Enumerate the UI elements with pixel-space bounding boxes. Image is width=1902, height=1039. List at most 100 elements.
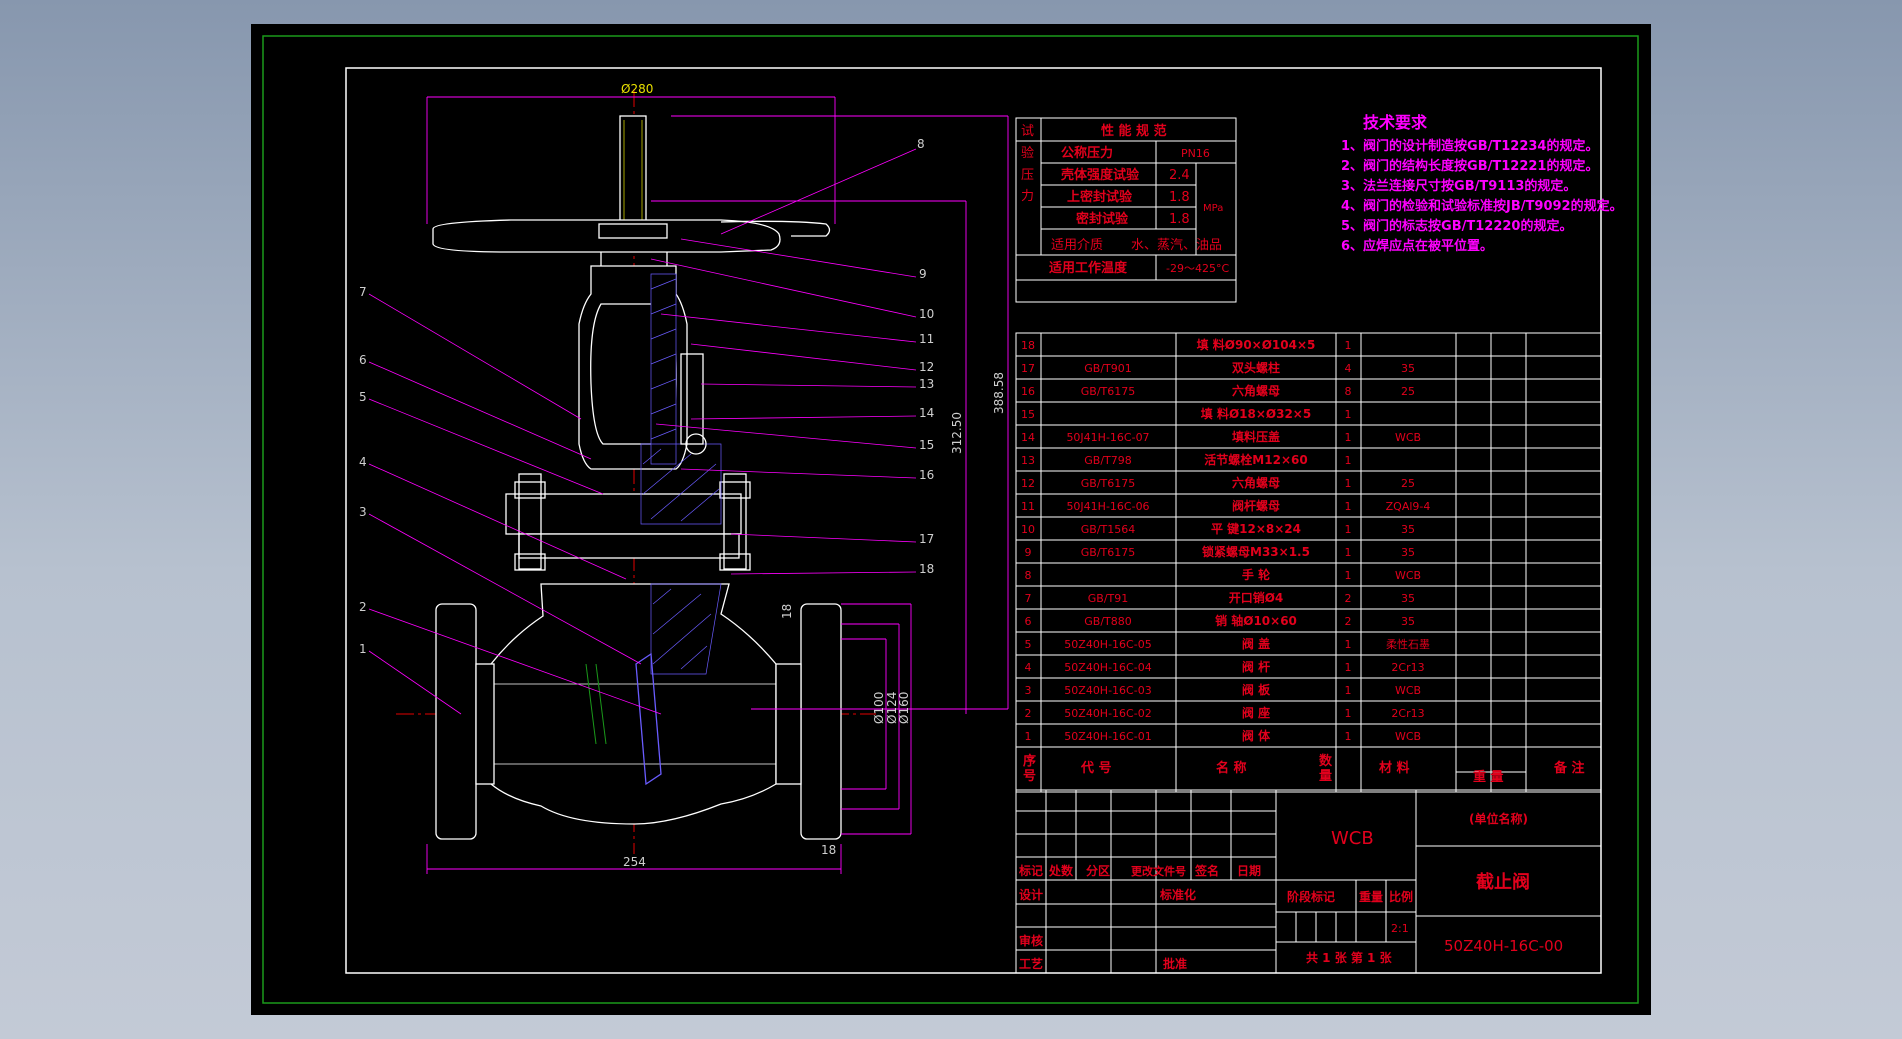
bom-cell-no: 15 [1021,408,1035,421]
bom-cell-mat: 25 [1401,385,1415,398]
dim-d1: Ø100 [872,692,886,724]
bom-cell-name: 填 料Ø90×Ø104×5 [1197,337,1316,352]
bom-cell-mat: 25 [1401,477,1415,490]
bom-cell-no: 13 [1021,454,1035,467]
tb-drawing-name: 截止阀 [1476,871,1530,893]
tech-item-1: 1、阀门的设计制造按GB/T12234的规定。 [1341,138,1598,154]
tech-item-2: 2、阀门的结构长度按GB/T12221的规定。 [1341,158,1598,174]
bom-cell-name: 销 轴Ø10×60 [1215,613,1297,628]
bom-cell-code: GB/T798 [1084,454,1132,467]
perf-nominal-value: PN16 [1181,147,1210,160]
bom-cell-name: 填料压盖 [1232,429,1280,444]
perf-row-1-label: 壳体强度试验 [1060,167,1140,183]
bom-cell-no: 3 [1025,684,1032,697]
perf-row-2-value: 1.8 [1169,190,1190,205]
bom-cell-code: 50J41H-16C-06 [1066,500,1149,513]
bom-cell-qty: 1 [1345,339,1352,352]
tb-design: 设计 [1019,887,1043,902]
perf-nominal-label: 公称压力 [1061,145,1113,161]
right-flange [800,603,842,840]
bom-cell-mat: 2Cr13 [1391,707,1424,720]
dimensions [426,96,1009,874]
tb-approve: 批准 [1163,956,1187,971]
bom-cell-qty: 1 [1345,500,1352,513]
bom-cell-qty: 1 [1345,408,1352,421]
bom-table [1015,332,1602,793]
bom-cell-code: GB/T91 [1088,592,1129,605]
bom-cell-qty: 1 [1345,431,1352,444]
tb-unit-name: (单位名称) [1469,811,1528,826]
bom-cell-no: 1 [1025,730,1032,743]
bom-cell-name: 平 键12×8×24 [1211,521,1301,536]
dim-flange-thk: 18 [780,604,794,619]
handwheel [432,219,781,253]
perf-row-1-value: 2.4 [1169,168,1190,183]
bom-cell-name: 开口销Ø4 [1229,590,1284,605]
tb-standard: 标准化 [1159,887,1196,902]
tb-zone: 分区 [1086,863,1110,878]
bom-cell-no: 17 [1021,362,1035,375]
bom-cell-mat: WCB [1395,684,1421,697]
bom-cell-name: 六角螺母 [1232,475,1280,490]
bom-cell-name: 阀 体 [1242,728,1271,743]
tech-requirements: 技术要求 1、阀门的设计制造按GB/T12234的规定。 2、阀门的结构长度按G… [1341,113,1623,254]
tb-count: 处数 [1048,863,1074,878]
bom-cell-name: 阀 杆 [1242,659,1270,674]
bom-cell-no: 10 [1021,523,1035,536]
gate-disc [635,652,662,786]
leader-10: 10 [919,307,934,321]
eye-bolt [680,353,704,445]
bom-cell-qty: 8 [1345,385,1352,398]
tb-date: 日期 [1237,863,1261,878]
bom-cell-no: 6 [1025,615,1032,628]
perf-row-3-value: 1.8 [1169,212,1190,227]
leader-9: 9 [919,267,927,281]
tech-title: 技术要求 [1363,113,1428,132]
left-flange [435,603,477,840]
bom-cell-no: 7 [1025,592,1032,605]
bom-cell-mat: 35 [1401,592,1415,605]
bom-header-qty-b: 量 [1319,769,1332,784]
title-block-texts: WCB (单位名称) 截止阀 50Z40H-16C-00 标记 处数 分区 更改… [1018,811,1563,971]
bom-cell-no: 8 [1025,569,1032,582]
perf-side-2: 验 [1021,145,1034,161]
bom-cell-name: 六角螺母 [1232,383,1280,398]
leader-8: 8 [917,137,925,151]
perf-temp-value: -29～425°C [1166,262,1229,275]
leader-labels-left: 7 6 5 4 3 2 1 [359,285,367,656]
bom-cell-code: GB/T6175 [1081,385,1136,398]
title-block [1015,789,1602,974]
bom-cell-code: GB/T901 [1084,362,1132,375]
tb-sheets: 共 1 张 第 1 张 [1306,950,1393,965]
leader-11: 11 [919,332,934,346]
tech-item-5: 5、阀门的标志按GB/T12220的规定。 [1341,218,1572,234]
leader-18: 18 [919,562,934,576]
bom-cell-no: 4 [1025,661,1032,674]
perf-title: 性 能 规 范 [1101,123,1167,139]
bom-cell-mat: 柔性石墨 [1386,637,1430,651]
bom-cell-code: GB/T6175 [1081,477,1136,490]
bom-cell-code: 50Z40H-16C-04 [1064,661,1151,674]
section-hatch [640,273,722,675]
bom-cell-no: 9 [1025,546,1032,559]
bom-cell-no: 18 [1021,339,1035,352]
leader-14: 14 [919,406,934,420]
bom-cell-qty: 1 [1345,661,1352,674]
bom-header-no-a: 序 [1023,753,1036,769]
tech-item-4: 4、阀门的检验和试验标准按JB/T9092的规定。 [1341,198,1623,214]
tb-mark: 标记 [1018,863,1043,878]
cad-drawing: Ø280 388.58 312.50 254 18 Ø100 Ø124 Ø160… [262,35,1639,1004]
leader-lines [368,148,917,715]
bom-header-name: 名 称 [1216,760,1247,776]
bom-header-qty-a: 数 [1319,753,1333,769]
bom-cell-qty: 1 [1345,523,1352,536]
bolt-right [723,473,747,570]
bom-header-no-b: 号 [1023,769,1036,784]
bom-cell-qty: 1 [1345,730,1352,743]
leader-6: 6 [359,353,367,367]
leader-1: 1 [359,642,367,656]
bom-cell-qty: 1 [1345,477,1352,490]
perf-temp-label: 适用工作温度 [1049,260,1128,276]
bom-cell-no: 5 [1025,638,1032,651]
